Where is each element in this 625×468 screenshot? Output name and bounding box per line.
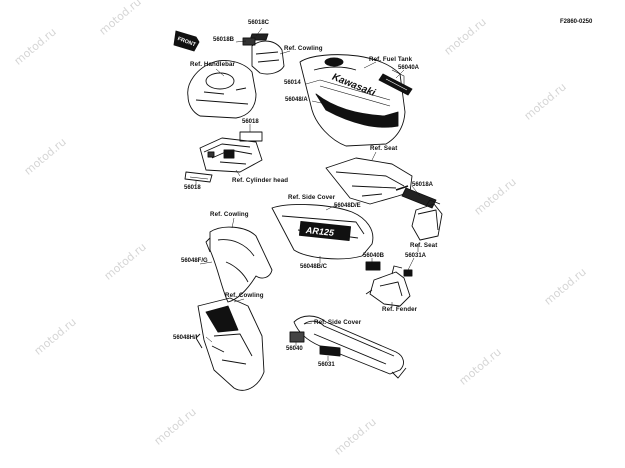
seat-tail-part	[325, 157, 413, 205]
side-cover-part: AR125	[271, 204, 374, 260]
part-number-56048a: 56048/A	[285, 97, 308, 103]
tank-caution-decal	[378, 73, 413, 96]
ref-cowling-mid: Ref. Cowling	[210, 211, 249, 218]
lower-cowling-part	[195, 297, 265, 391]
part-number-56048bc: 56048B/C	[300, 264, 328, 270]
ref-fuel-tank: Ref. Fuel Tank	[369, 56, 413, 63]
part-number-56040: 56040	[286, 346, 303, 352]
kawasaki-decal-text: Kawasaki	[330, 72, 377, 99]
part-number-56018a: 56018A	[412, 182, 434, 188]
ref-fender: Ref. Fender	[382, 306, 418, 313]
cylinder-head-cover-part	[199, 137, 263, 173]
ref-side-cover-bottom: Ref. Side Cover	[314, 319, 362, 326]
fender-decals	[365, 261, 413, 277]
part-number-56018-upper: 56018	[242, 119, 259, 125]
cowling-small-decal	[242, 33, 269, 46]
cylinder-decal-lower	[184, 171, 213, 183]
ref-cylinder-head: Ref. Cylinder head	[232, 177, 289, 184]
part-number-56048de: 56048D/E	[334, 203, 361, 209]
part-number-56018-lower: 56018	[184, 185, 201, 191]
fuel-tank-part: Kawasaki	[299, 54, 406, 147]
part-number-56018b: 56018B	[213, 37, 235, 43]
rear-fender-part	[365, 265, 411, 307]
ref-seat-right: Ref. Seat	[410, 242, 438, 249]
handlebar-cover-part	[187, 60, 257, 119]
part-number-56040b: 56040B	[363, 253, 385, 259]
ref-handlebar: Ref. Handlebar	[190, 61, 236, 68]
upper-cowling-part	[251, 40, 285, 75]
part-number-56031a: 56031A	[405, 253, 427, 259]
part-number-56048fg: 56048F/G	[181, 258, 208, 264]
ref-seat-top: Ref. Seat	[370, 145, 398, 152]
part-number-56040a: 56040A	[398, 65, 420, 71]
front-arrow-tag: FRONT	[173, 30, 200, 52]
ref-side-cover-top: Ref. Side Cover	[288, 194, 336, 201]
part-number-56018c: 56018C	[248, 20, 270, 26]
figure-code: F2860-0250	[560, 19, 593, 25]
chain-cover-decals	[289, 331, 341, 357]
seat-bracket-part	[411, 199, 443, 241]
part-number-56031: 56031	[318, 362, 335, 368]
chain-cover-part	[293, 315, 407, 379]
middle-cowling-part	[205, 226, 273, 303]
ref-cowling-top: Ref. Cowling	[284, 45, 323, 52]
model-decal-text: AR125	[304, 225, 335, 238]
leader-lines	[195, 27, 421, 361]
part-number-56048hi: 56048H/I	[173, 335, 198, 341]
cylinder-decal-upper	[239, 131, 263, 142]
ref-cowling-bottom: Ref. Cowling	[225, 292, 264, 299]
part-number-56014: 56014	[284, 80, 301, 86]
